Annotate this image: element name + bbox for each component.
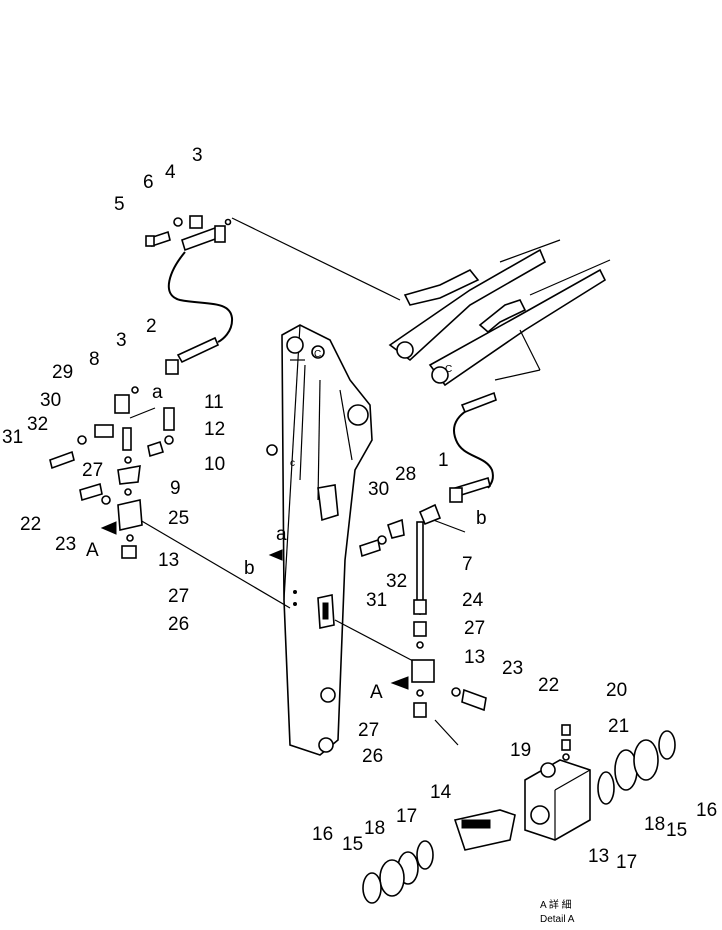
callout-23a: 23	[55, 534, 76, 555]
callout-17a: 17	[396, 806, 417, 827]
callout-numbers: 3 6 4 5 2 3 8 29 30 32 31 11 12 10 9 27 …	[2, 145, 717, 873]
callout-27a: 27	[82, 460, 103, 481]
arm-assembly: C	[388, 239, 611, 387]
callout-18b: 18	[644, 814, 665, 835]
marker-A-mid: A	[370, 682, 383, 703]
callout-27b: 27	[168, 586, 189, 607]
callout-15a: 15	[666, 820, 687, 841]
callout-23b: 23	[502, 658, 523, 679]
hoses	[167, 251, 494, 489]
svg-text:C: C	[445, 364, 452, 375]
callout-7: 7	[462, 554, 473, 575]
callout-29: 29	[52, 362, 73, 383]
callout-32b: 32	[386, 571, 407, 592]
hose-fitting-1	[449, 391, 497, 503]
caption-detail: Detail A	[540, 914, 575, 925]
callout-2: 2	[146, 316, 157, 337]
callout-9: 9	[170, 478, 181, 499]
detail-a	[362, 724, 676, 904]
marker-a-mid: a	[276, 524, 287, 545]
callout-22a: 22	[20, 514, 41, 535]
callout-26a: 26	[168, 614, 189, 635]
callout-3b: 3	[116, 330, 127, 351]
marker-A-left: A	[86, 540, 99, 561]
callout-26b: 26	[362, 746, 383, 767]
callout-4: 4	[165, 162, 176, 183]
callout-27d: 27	[358, 720, 379, 741]
letter-markers: a a b b A A	[86, 382, 487, 703]
leader-lines	[129, 217, 541, 746]
callout-16b: 16	[312, 824, 333, 845]
caption-kanji: A 詳 細	[540, 898, 572, 911]
callout-19: 19	[510, 740, 531, 761]
callout-11: 11	[204, 392, 224, 413]
callout-31a: 31	[2, 427, 23, 448]
callout-24: 24	[462, 590, 484, 611]
callout-18a: 18	[364, 818, 385, 839]
callout-30b: 30	[368, 479, 389, 500]
callout-8: 8	[89, 349, 100, 370]
callout-14: 14	[430, 782, 452, 803]
callout-22b: 22	[538, 675, 559, 696]
boom-arm: C c	[266, 324, 373, 756]
callout-21: 21	[608, 716, 629, 737]
callout-6: 6	[143, 172, 154, 193]
callout-3a: 3	[192, 145, 203, 166]
callout-12: 12	[204, 419, 225, 440]
top-fittings	[145, 215, 232, 252]
callout-13b: 13	[464, 647, 485, 668]
marker-b-mid: b	[244, 558, 255, 579]
callout-16a: 16	[696, 800, 717, 821]
middle-right-cluster	[268, 503, 487, 718]
callout-5: 5	[114, 194, 125, 215]
callout-32a: 32	[27, 414, 48, 435]
callout-13a: 13	[158, 550, 179, 571]
callout-30a: 30	[40, 390, 61, 411]
callout-15b: 15	[342, 834, 363, 855]
callout-28: 28	[395, 464, 416, 485]
callout-10: 10	[204, 454, 225, 475]
callout-20: 20	[606, 680, 627, 701]
callout-25: 25	[168, 508, 189, 529]
svg-text:c: c	[290, 458, 295, 469]
callout-1: 1	[438, 450, 449, 471]
hose-fitting-2	[165, 336, 220, 375]
callout-27c: 27	[464, 618, 485, 639]
callout-31b: 31	[366, 590, 387, 611]
callout-13c: 13	[588, 846, 609, 867]
left-cluster	[49, 386, 175, 559]
marker-a-left: a	[152, 382, 163, 403]
marker-b-right: b	[476, 508, 487, 529]
detail-caption: A 詳 細 Detail A	[540, 898, 575, 925]
callout-17b: 17	[616, 852, 637, 873]
svg-text:C: C	[314, 349, 321, 360]
